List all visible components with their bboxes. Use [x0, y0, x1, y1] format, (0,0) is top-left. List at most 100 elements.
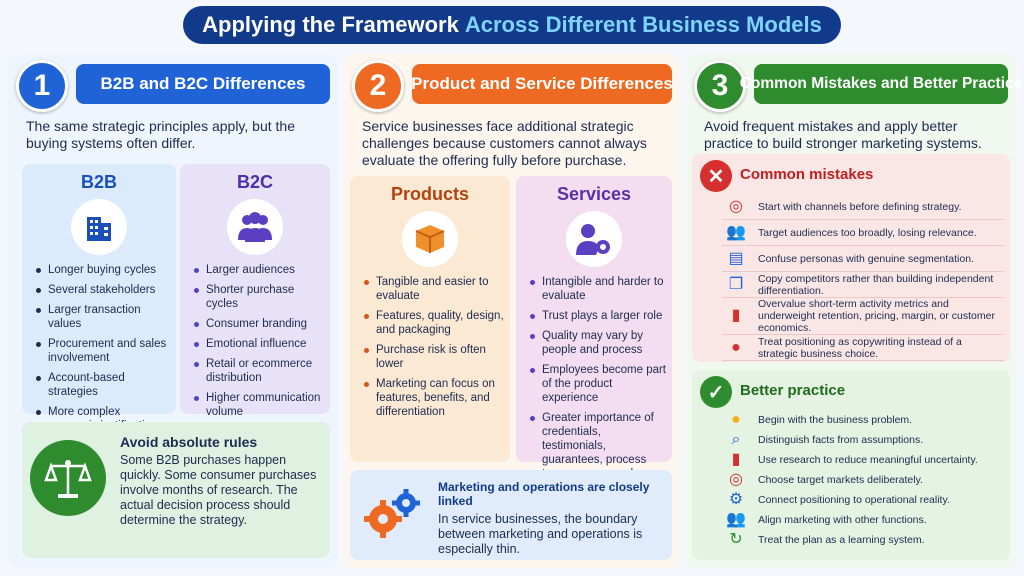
list-item: Consumer branding	[192, 317, 324, 331]
avoid-rules-text: Some B2B purchases happen quickly. Some …	[120, 453, 317, 527]
list-item: ▤ Confuse personas with genuine segmentat…	[722, 246, 1004, 272]
office-building-icon	[71, 199, 127, 255]
list-item: ▮ Use research to reduce meaningful uncer…	[722, 450, 1004, 470]
gear-icon: ⚙	[728, 491, 744, 508]
list-item: ❐ Copy competitors rather than building i…	[722, 272, 1004, 298]
products-card: Products Tangible and easier to evaluate…	[350, 176, 510, 462]
people-icon: 👥	[726, 223, 746, 241]
list-item-text: Begin with the business problem.	[758, 414, 913, 426]
lightbulb-icon: ●	[731, 411, 741, 428]
marketing-operations-text: In service businesses, the boundary betw…	[438, 512, 643, 556]
list-item-text: Treat positioning as copywriting instead…	[758, 335, 962, 360]
services-title: Services	[556, 184, 632, 204]
x-circle-icon: ✕	[700, 160, 732, 192]
list-item: ↻ Treat the plan as a learning system.	[722, 530, 1004, 550]
list-item-text: Overvalue short-term activity metrics an…	[758, 298, 995, 334]
box-icon	[402, 211, 458, 267]
list-item: Emotional influence	[192, 337, 324, 351]
section-intro-3: Avoid frequent mistakes and apply better…	[704, 118, 982, 151]
list-item-text: Treat the plan as a learning system.	[758, 534, 925, 546]
list-item-text: Target audiences too broadly, losing rel…	[758, 226, 977, 239]
list-item: Higher communication volume	[192, 391, 324, 419]
list-item-text: Confuse personas with genuine segmentati…	[758, 252, 974, 265]
better-practice-title: Better practice	[740, 382, 846, 399]
list-item-text: Start with channels before defining stra…	[758, 200, 962, 213]
list-item: ⚙ Connect positioning to operational real…	[722, 490, 1004, 510]
b2b-title: B2B	[80, 172, 117, 192]
cycle-arrows-icon: ↻	[729, 531, 743, 548]
bar-chart-icon: ▮	[731, 451, 741, 468]
page-title-part1: Applying the Framework	[202, 12, 459, 37]
list-item: Longer buying cycles	[34, 263, 170, 277]
section-product-service: 2 Product and Service Differences Servic…	[344, 54, 680, 568]
common-mistakes-card: ✕ Common mistakes ◎ Start with channels b…	[692, 154, 1010, 362]
list-item: Marketing can focus on features, benefit…	[362, 377, 504, 419]
list-item: 👥 Target audiences too broadly, losing re…	[722, 220, 1004, 246]
section-mistakes-practice: 3 Common Mistakes and Better Practice Av…	[686, 54, 1022, 568]
bar-chart-icon: ▮	[731, 307, 741, 324]
marketing-operations-callout: Marketing and operations are closely lin…	[350, 470, 672, 560]
list-item: Retail or ecommerce distribution	[192, 357, 324, 385]
list-item: ◎Choose target markets deliberately.	[722, 470, 1004, 490]
list-item: Procurement and sales involvement	[34, 337, 170, 365]
check-circle-icon: ✓	[700, 376, 732, 408]
magnifier-icon: ⌕	[731, 431, 741, 448]
list-item: Several stakeholders	[34, 283, 170, 297]
people-group-icon	[227, 199, 283, 255]
page-title-part2: Across Different Business Models	[464, 12, 822, 37]
scales-icon	[30, 440, 106, 516]
list-item: Account-based strategies	[34, 371, 170, 399]
mistakes-list: ◎ Start with channels before defining str…	[722, 194, 1004, 361]
section-number-1: 1	[16, 60, 68, 112]
section-header-2: Product and Service Differences	[411, 64, 673, 104]
avoid-rules-title: Avoid absolute rules	[120, 434, 258, 450]
list-item-text: Use research to reduce meaningful uncert…	[758, 454, 978, 466]
avoid-rules-callout: Avoid absolute rules Some B2B purchases …	[22, 422, 330, 558]
speech-bubble-icon: ●	[731, 338, 741, 356]
list-item: ◎ Start with channels before defining str…	[722, 194, 1004, 220]
list-item: Purchase risk is often lower	[362, 343, 504, 371]
list-item: Features, quality, design, and packaging	[362, 309, 504, 337]
list-item: Intangible and harder to evaluate	[528, 275, 666, 303]
section-number-3: 3	[694, 60, 746, 112]
list-item: ⌕ Distinguish facts from assumptions.	[722, 430, 1004, 450]
section-header-1: B2B and B2C Differences	[76, 64, 330, 104]
better-practice-card: ✓ Better practice ● Begin with the busine…	[692, 370, 1010, 560]
list-item: ▮ Overvalue short-term activity metrics a…	[722, 298, 1004, 335]
gears-icon	[358, 478, 428, 548]
section-number-2: 2	[352, 60, 404, 112]
list-item: Trust plays a larger role	[528, 309, 666, 323]
person-gear-icon	[566, 211, 622, 267]
section-header-3: Common Mistakes and Better Practice	[740, 64, 1022, 104]
common-mistakes-title: Common mistakes	[740, 166, 874, 183]
list-item: 👥 Align marketing with other functions.	[722, 510, 1004, 530]
marketing-operations-title: Marketing and operations are closely lin…	[438, 480, 650, 508]
section-b2b-b2c: 1 B2B and B2C Differences The same strat…	[8, 54, 338, 568]
target-icon: ◎	[729, 471, 743, 488]
list-item: Quality may vary by people and process	[528, 329, 666, 357]
services-card: Services Intangible and harder to evalua…	[516, 176, 672, 494]
list-item: Shorter purchase cycles	[192, 283, 324, 311]
list-item-text: Distinguish facts from assumptions.	[758, 434, 924, 446]
list-item: Larger audiences	[192, 263, 324, 277]
products-title: Products	[390, 184, 469, 204]
list-item-text: Copy competitors rather than building in…	[758, 272, 994, 297]
page-title: Applying the Framework Across Different …	[183, 6, 841, 44]
list-item-text: Connect positioning to operational reali…	[758, 494, 950, 506]
list-item: ● Begin with the business problem.	[722, 410, 1004, 430]
list-item: Larger transaction values	[34, 303, 170, 331]
section-intro-1: The same strategic principles apply, but…	[26, 118, 295, 151]
target-icon: ◎	[729, 197, 743, 215]
copy-icon: ❐	[728, 275, 744, 293]
b2c-title: B2C	[236, 172, 273, 192]
id-card-icon: ▤	[728, 249, 744, 267]
section-intro-2: Service businesses face additional strat…	[362, 118, 647, 168]
list-item: ● Treat positioning as copywriting instea…	[722, 335, 1004, 361]
list-item-text: Align marketing with other functions.	[758, 514, 927, 526]
people-icon: 👥	[726, 511, 746, 528]
